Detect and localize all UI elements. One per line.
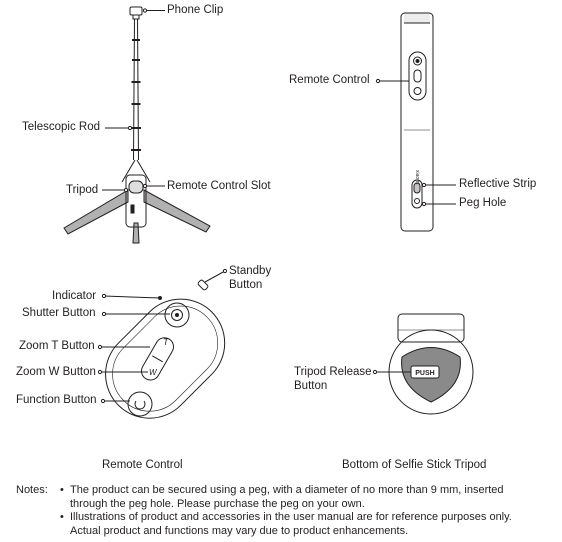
label-peg-hole: Peg Hole — [459, 197, 507, 209]
brand-mark-text: xiaomi — [414, 170, 420, 184]
phone-clip-shape — [129, 6, 143, 16]
caption-tripod-bottom: Bottom of Selfie Stick Tripod — [342, 459, 487, 471]
tripod-handle-shape — [125, 174, 147, 228]
zoom-rocker-shape — [141, 337, 174, 381]
label-telescopic-rod: Telescopic Rod — [22, 121, 100, 133]
selfie-stick-tripod-illustration — [63, 6, 211, 244]
stick-remote-shape — [408, 51, 427, 101]
zoom-t-mark: T — [163, 337, 170, 347]
label-tripod: Tripod — [66, 184, 99, 196]
caption-remote-control: Remote Control — [102, 459, 183, 471]
label-reflective-strip: Reflective Strip — [459, 178, 537, 190]
label-remote-control: Remote Control — [289, 74, 370, 86]
label-zoom-t-button: Zoom T Button — [19, 340, 95, 352]
function-button-shape — [127, 391, 153, 417]
label-zoom-w-button: Zoom W Button — [16, 366, 96, 378]
stick-side-view-illustration: xiaomi — [375, 12, 456, 232]
notes-section: Notes: • The product can be secured usin… — [16, 484, 556, 538]
label-tripod-release-line2: Button — [294, 380, 328, 392]
label-indicator: Indicator — [52, 290, 97, 302]
label-remote-control-slot: Remote Control Slot — [167, 180, 271, 192]
note-text-line: through the peg hole. Please purchase th… — [70, 497, 365, 510]
label-phone-clip: Phone Clip — [167, 4, 224, 16]
bullet-icon: • — [60, 511, 64, 523]
note-item: • Illustrations of product and accessori… — [16, 511, 556, 525]
stick-body-shape — [400, 12, 434, 232]
label-standby-button-line1: Standby — [229, 265, 272, 277]
note-text-line: Actual product and functions may vary du… — [70, 524, 409, 537]
label-function-button: Function Button — [16, 394, 97, 406]
note-text-line: The product can be secured using a peg, … — [70, 484, 504, 496]
notes-heading: Notes: — [16, 484, 48, 496]
remote-control-illustration: T W — [97, 268, 228, 419]
note-item: Notes: • The product can be secured usin… — [16, 484, 556, 498]
label-shutter-button: Shutter Button — [22, 307, 96, 319]
label-standby-button-line2: Button — [229, 279, 263, 291]
tripod-bottom-illustration: PUSH — [372, 313, 474, 415]
note-text-line: Illustrations of product and accessories… — [70, 511, 512, 523]
zoom-w-mark: W — [149, 368, 158, 377]
label-tripod-release-line1: Tripod Release — [294, 366, 372, 378]
bullet-icon: • — [60, 484, 64, 496]
shutter-button-shape — [164, 302, 190, 328]
remote-body-shape — [105, 298, 226, 419]
push-mark: PUSH — [415, 370, 434, 377]
